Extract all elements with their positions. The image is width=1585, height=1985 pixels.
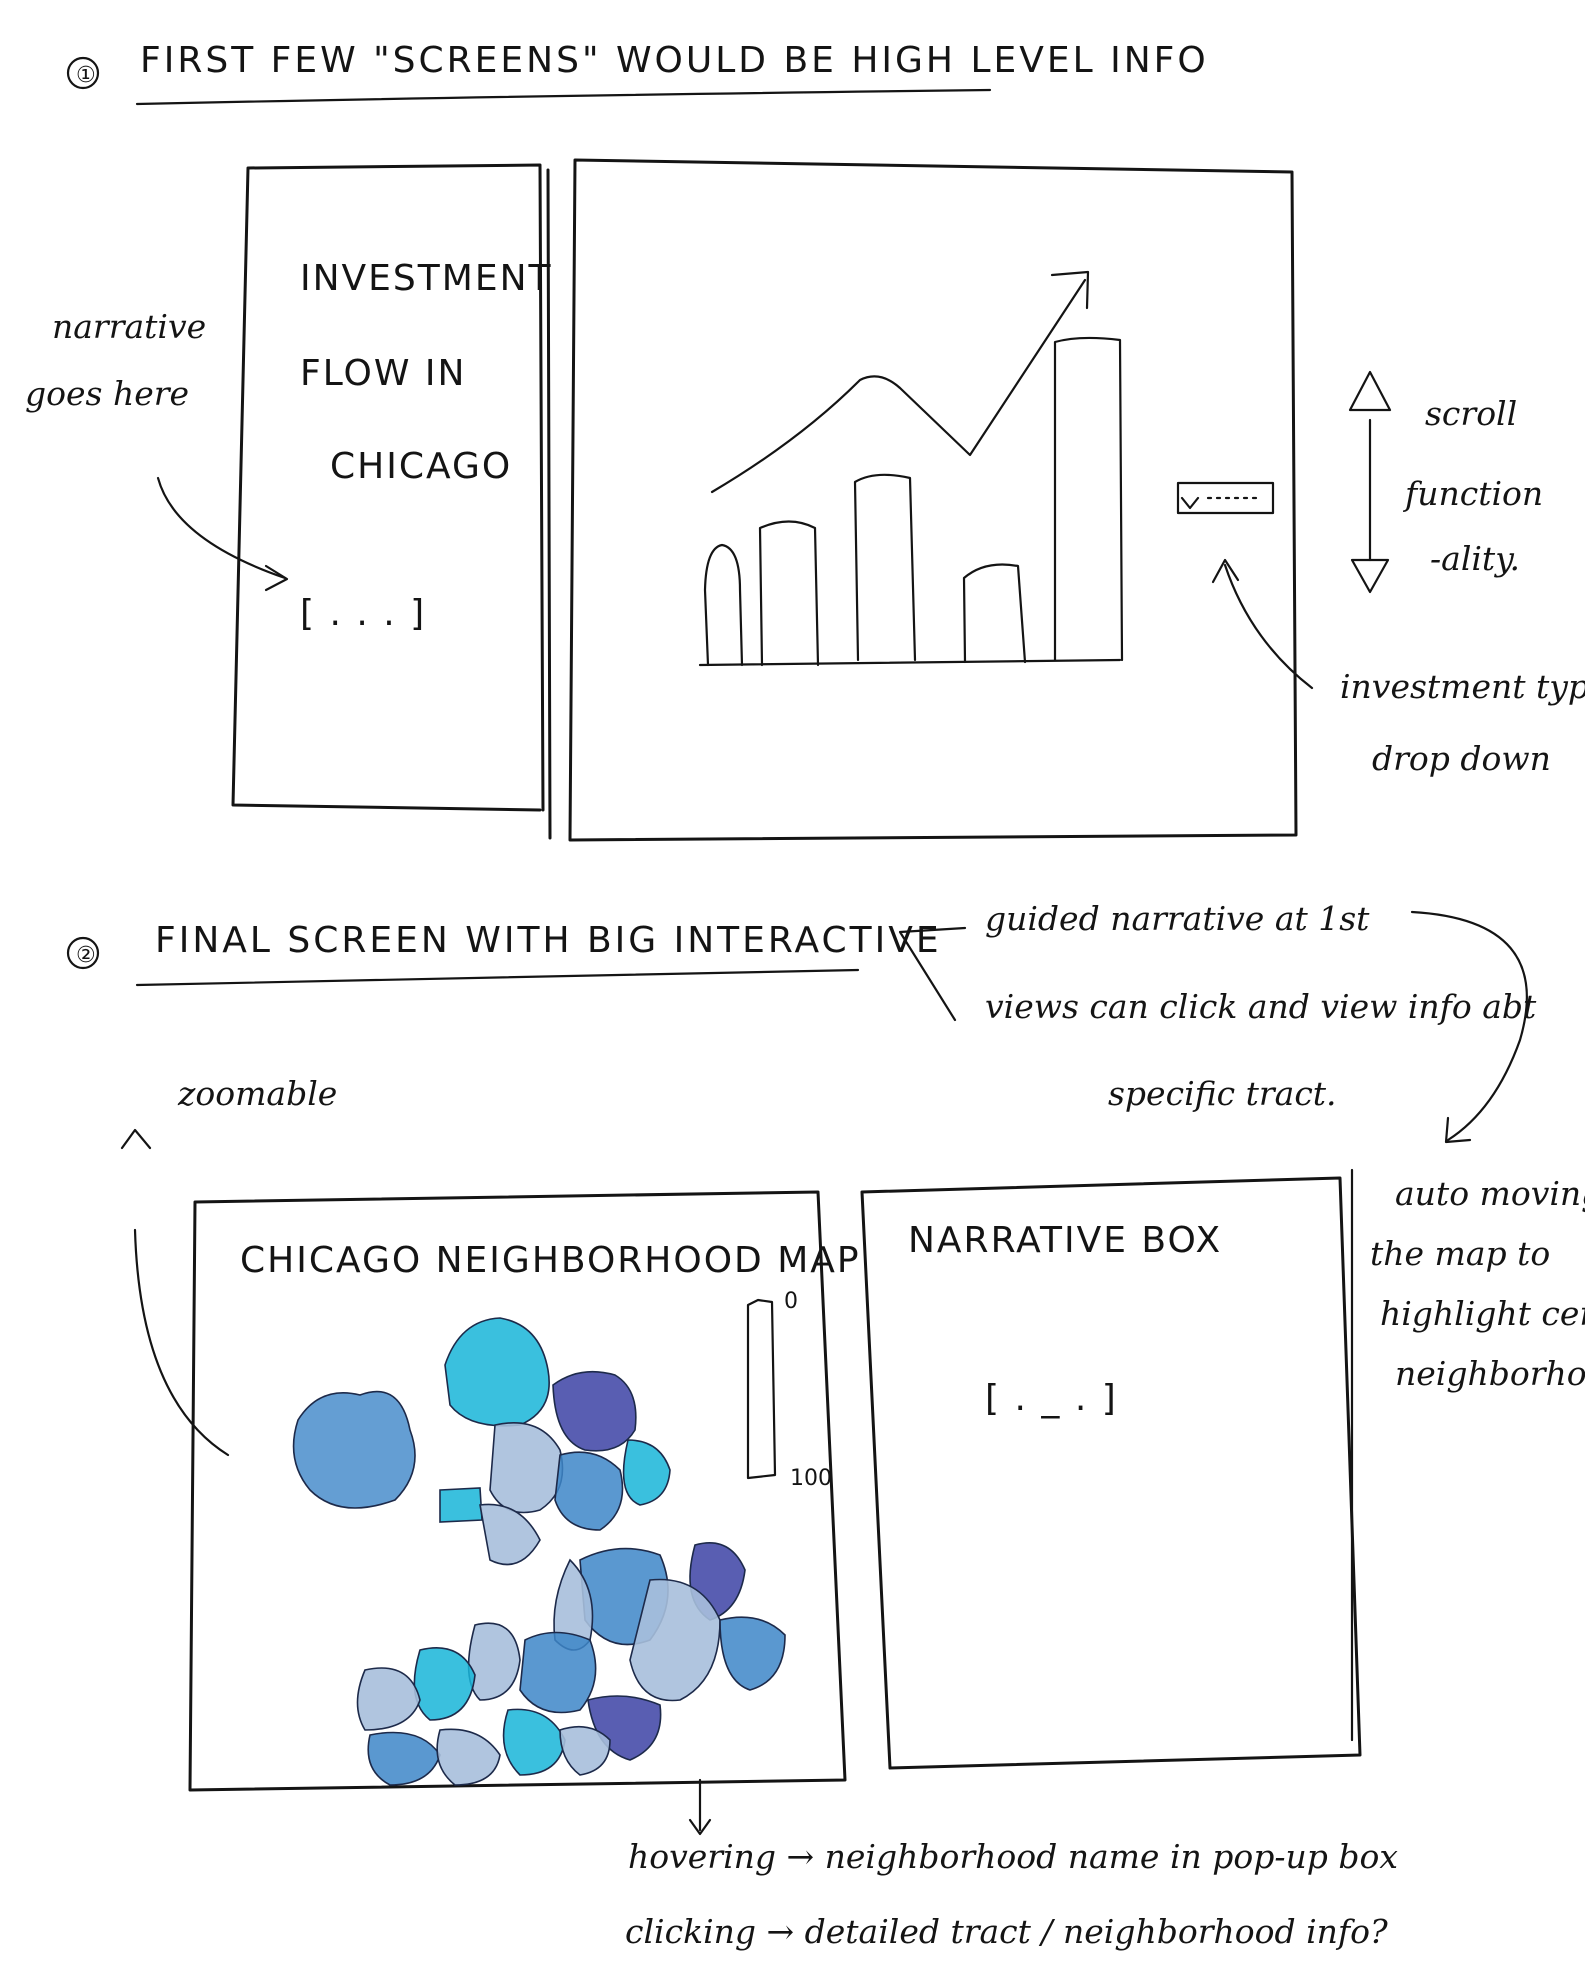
chart-trend-line	[710, 278, 1087, 494]
screen-1-narrative-panel: INVESTMENT FLOW IN CHICAGO [ . . . ]	[231, 163, 553, 840]
dropdown-note-line-2: drop down	[1372, 739, 1551, 778]
narrative-box-title: NARRATIVE BOX	[908, 1220, 1222, 1261]
auto-note-line-4: neighborhoods	[1395, 1354, 1585, 1393]
section-2-heading: FINAL SCREEN WITH BIG INTERACTIVE	[155, 920, 942, 961]
auto-note-line-2: the map to	[1370, 1234, 1550, 1273]
section-2-underline	[135, 968, 860, 987]
guided-curve-arrow	[1410, 910, 1528, 1142]
dropdown-note-line-1: investment types	[1340, 667, 1585, 706]
interaction-notes: hovering → neighborhood name in pop-up b…	[625, 1778, 1398, 1951]
legend-color-bar	[746, 1298, 777, 1480]
guided-note-line-3: specific tract.	[1108, 1074, 1337, 1113]
legend-min-label: 0	[784, 1289, 798, 1314]
chart-bar-3	[853, 473, 917, 662]
click-note: clicking → detailed tract / neighborhood…	[625, 1912, 1388, 1951]
section-1-marker-circle	[66, 56, 100, 90]
neighborhood-region[interactable]	[444, 1317, 550, 1427]
scroll-up-arrowhead	[1348, 370, 1392, 412]
neighborhood-region[interactable]	[622, 1439, 671, 1506]
interaction-arrowhead	[688, 1818, 712, 1836]
zoomable-note: zoomable	[177, 1074, 337, 1113]
narrative-note-line-1: narrative	[52, 307, 206, 346]
panel-divider	[546, 168, 552, 840]
neighborhood-region[interactable]	[413, 1646, 476, 1721]
section-1: ① FIRST FEW "SCREENS" WOULD BE HIGH LEVE…	[66, 40, 1209, 106]
zoomable-arrowhead	[120, 1128, 152, 1150]
dropdown-arrow	[1223, 563, 1314, 690]
neighborhood-region[interactable]	[356, 1667, 421, 1731]
section-1-underline	[135, 88, 992, 106]
guided-note-bracket	[898, 926, 967, 1022]
narrative-box-frame	[860, 1176, 1362, 1770]
chart-bar-5	[1053, 336, 1124, 662]
scroll-annotation: scroll function -ality.	[1348, 370, 1543, 594]
neighborhood-region[interactable]	[436, 1728, 501, 1786]
neighborhood-region[interactable]	[552, 1370, 637, 1452]
auto-note-line-1: auto moving	[1395, 1174, 1585, 1213]
guided-note-line-1: guided narrative at 1st	[985, 899, 1370, 938]
chart-bar-1	[703, 543, 744, 667]
section-1-marker: ①	[76, 63, 96, 88]
narrative-panel-frame	[231, 163, 545, 812]
neighborhood-region[interactable]	[559, 1725, 611, 1776]
narrative-arrow	[156, 476, 287, 580]
dropdown-annotation: investment types drop down	[1211, 558, 1585, 778]
chart-panel-frame	[568, 158, 1298, 842]
map-title: CHICAGO NEIGHBORHOOD MAP	[240, 1240, 861, 1281]
guided-note-line-2: views can click and view info abt	[985, 987, 1537, 1026]
neighborhood-region[interactable]	[489, 1421, 564, 1514]
narrative-box-panel: NARRATIVE BOX [ . _ . ]	[860, 1176, 1362, 1770]
map-panel-frame	[188, 1190, 847, 1792]
screen-1-title-line-2: FLOW IN	[300, 353, 466, 394]
neighborhood-region[interactable]	[439, 1487, 483, 1523]
section-2-marker: ②	[76, 943, 96, 968]
section-1-heading: FIRST FEW "SCREENS" WOULD BE HIGH LEVEL …	[140, 40, 1209, 81]
investment-type-dropdown[interactable]	[1176, 481, 1275, 515]
neighborhood-region[interactable]	[467, 1622, 521, 1701]
neighborhood-region[interactable]	[554, 1451, 624, 1531]
hover-note: hovering → neighborhood name in pop-up b…	[628, 1837, 1398, 1876]
scroll-note-line-1: scroll	[1425, 394, 1517, 433]
scroll-note-line-2: function	[1402, 474, 1543, 513]
neighborhood-map[interactable]	[292, 1317, 786, 1786]
chart-bar-4	[962, 563, 1027, 664]
scroll-note-line-3: -ality.	[1430, 539, 1520, 578]
auto-note-line-3: highlight certain	[1380, 1294, 1585, 1333]
neighborhood-region[interactable]	[519, 1631, 597, 1714]
screen-1-title-line-1: INVESTMENT	[300, 258, 553, 299]
neighborhood-region[interactable]	[479, 1503, 541, 1566]
section-2: ② FINAL SCREEN WITH BIG INTERACTIVE guid…	[66, 899, 1537, 1457]
chevron-down-icon	[1180, 496, 1200, 510]
zoomable-arrow	[133, 1228, 230, 1457]
map-legend[interactable]: 0 100	[746, 1289, 832, 1491]
neighborhood-region[interactable]	[502, 1708, 566, 1776]
map-panel: CHICAGO NEIGHBORHOOD MAP 0 100	[188, 1190, 861, 1792]
narrative-note-line-2: goes here	[25, 374, 189, 413]
screen-1-placeholder: [ . . . ]	[300, 593, 426, 634]
screen-1-chart-panel	[568, 158, 1298, 842]
neighborhood-region[interactable]	[367, 1731, 441, 1786]
dropdown-arrowhead	[1211, 558, 1240, 584]
chart-trend-arrowhead	[1050, 270, 1090, 310]
narrative-annotation: narrative goes here	[25, 307, 289, 592]
scroll-down-arrowhead	[1350, 558, 1390, 594]
guided-curve-arrowhead	[1444, 1116, 1472, 1144]
neighborhood-region[interactable]	[719, 1616, 786, 1691]
section-2-marker-circle	[66, 936, 100, 970]
auto-moving-annotation: auto moving the map to highlight certain…	[1350, 1168, 1585, 1742]
narrative-arrowhead	[264, 564, 289, 592]
screen-1-title-line-3: CHICAGO	[330, 446, 512, 487]
legend-max-label: 100	[790, 1466, 832, 1491]
neighborhood-region[interactable]	[629, 1578, 721, 1702]
dropdown-box[interactable]	[1176, 481, 1275, 515]
chart-bar-2	[758, 520, 820, 667]
narrative-box-placeholder: [ . _ . ]	[985, 1378, 1118, 1419]
neighborhood-region[interactable]	[292, 1390, 416, 1509]
chart-baseline	[698, 658, 1122, 667]
